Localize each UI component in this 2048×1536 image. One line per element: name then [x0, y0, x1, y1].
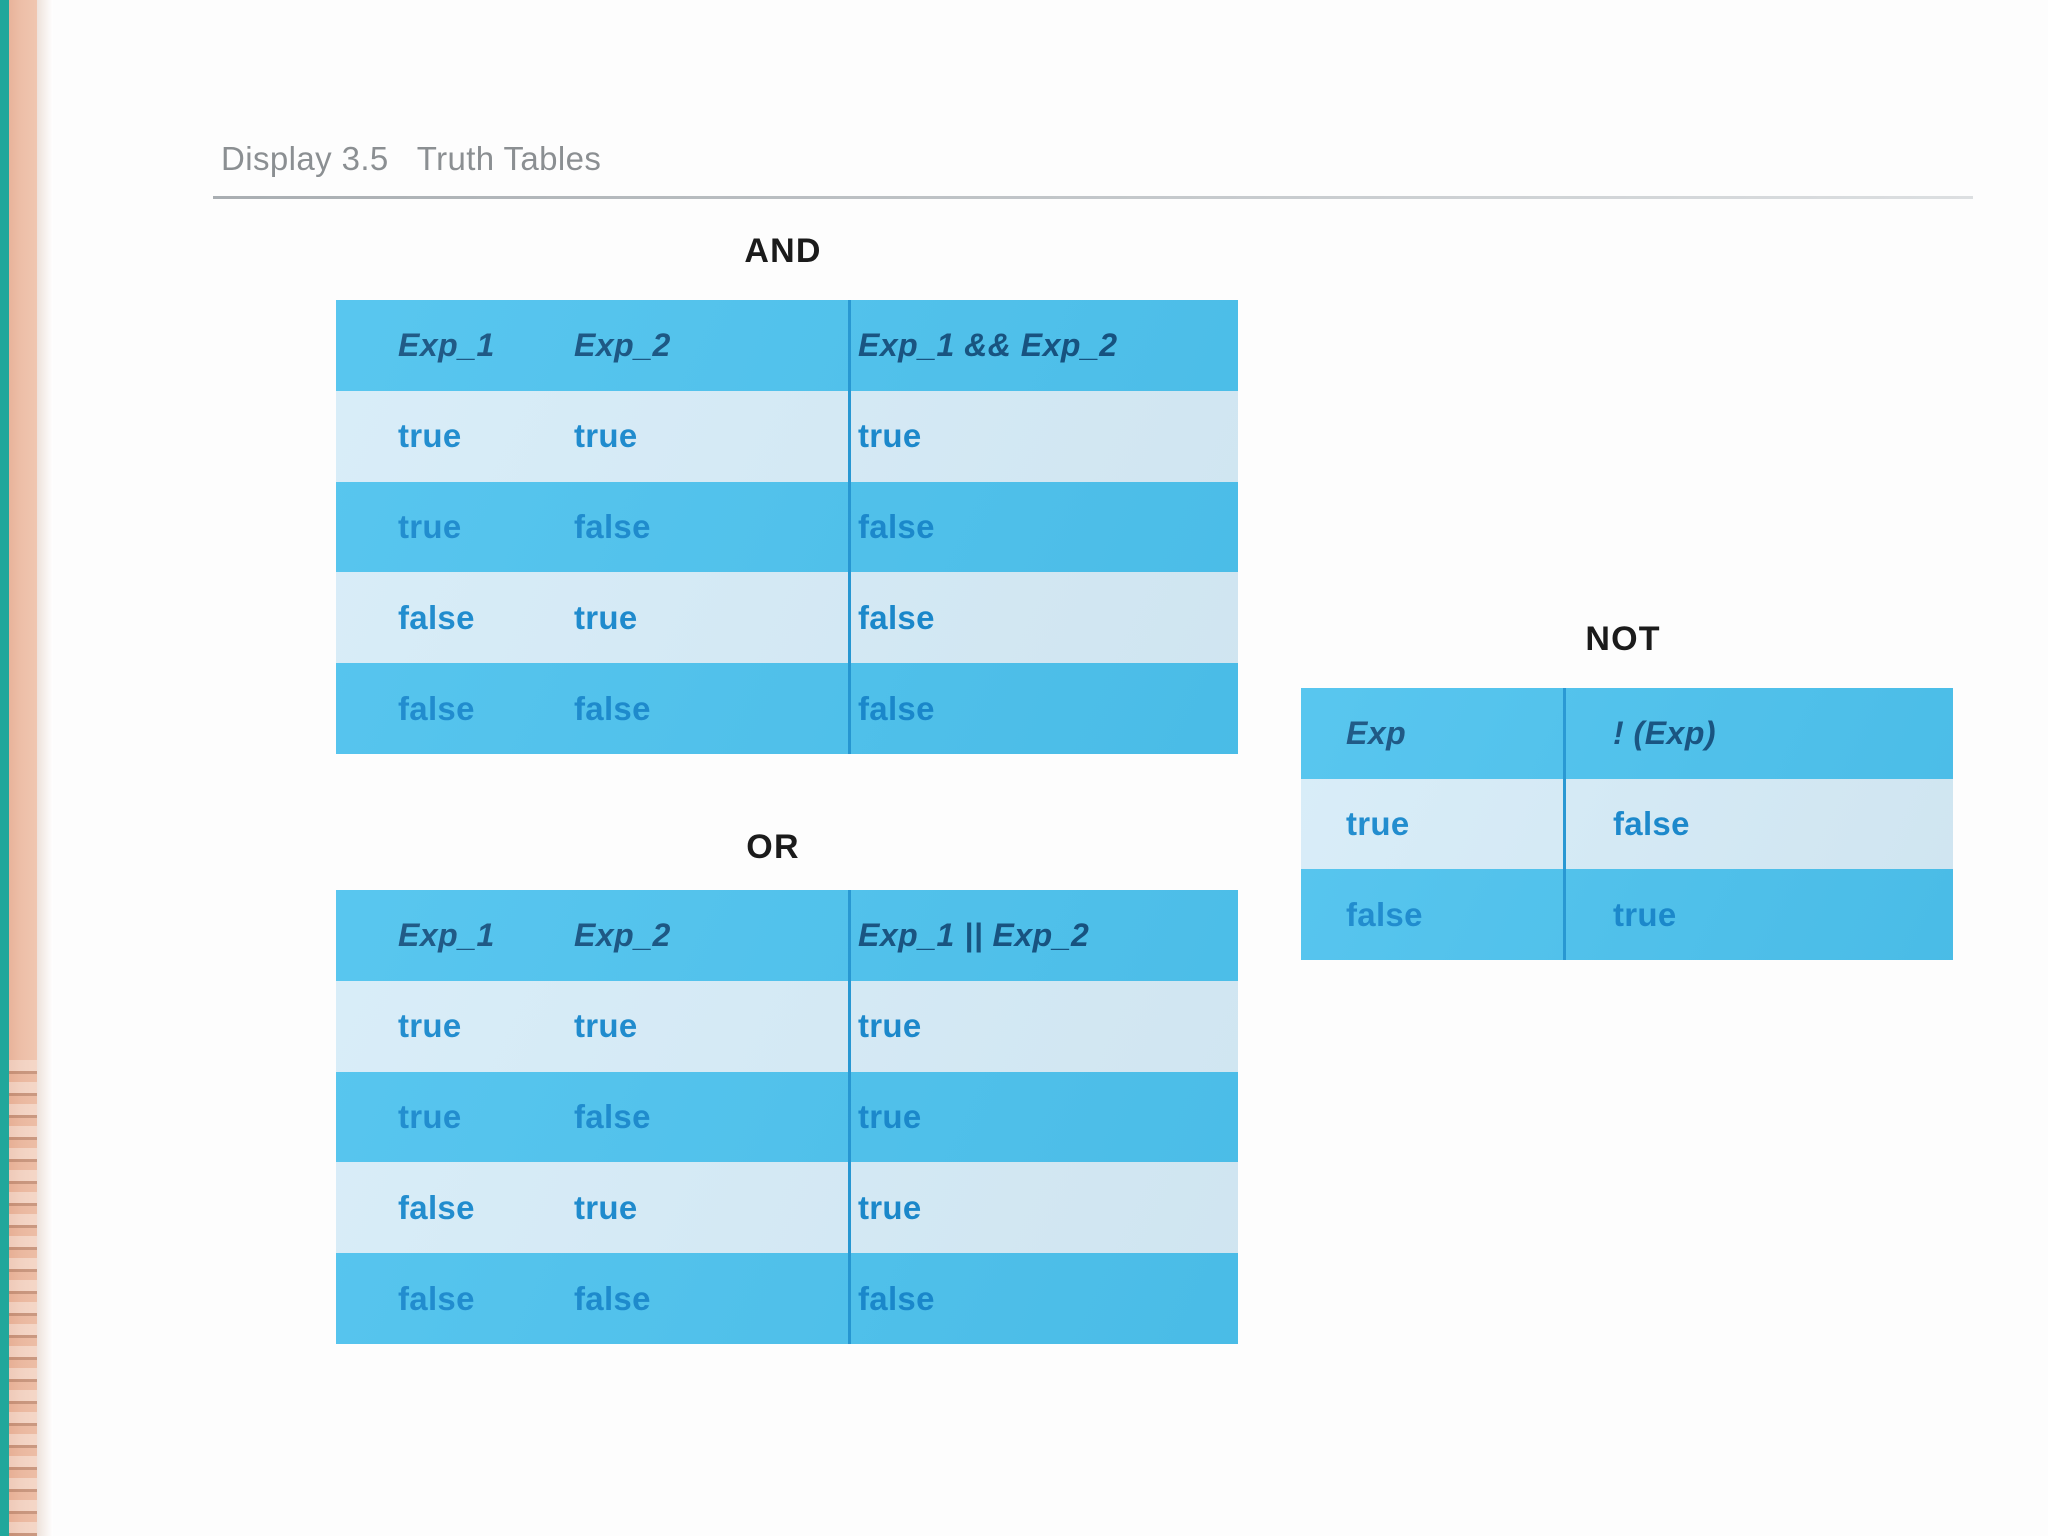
cell-result: false [858, 1279, 935, 1317]
cell-result: true [858, 1188, 922, 1226]
cell-exp1: true [398, 507, 462, 545]
not-table-caption: NOT [1585, 620, 1661, 658]
cell-exp2: false [574, 689, 651, 727]
document-page: Display 3.5 Truth Tables AND Exp_1 Exp_2… [53, 0, 2048, 1536]
cell-exp2: false [574, 1279, 651, 1317]
cell-exp2: true [574, 1188, 638, 1226]
cell-exp1: false [398, 598, 475, 636]
cell-exp2: true [574, 1007, 638, 1045]
table-row: false true false [336, 572, 1238, 664]
column-divider-line [1563, 688, 1566, 960]
cell-result: true [858, 1007, 922, 1045]
column-header-result: Exp_1 || Exp_2 [858, 916, 1090, 953]
cell-exp1: true [398, 417, 462, 455]
cell-exp1: true [398, 1007, 462, 1045]
column-divider-line [848, 890, 851, 1344]
page-title: Display 3.5 Truth Tables [221, 140, 602, 177]
book-gutter-shadow [37, 0, 53, 1536]
table-row: true true true [336, 390, 1238, 482]
cell-result: true [858, 1097, 922, 1135]
table-row: false false false [336, 663, 1238, 754]
table-row: true false false [336, 481, 1238, 573]
column-header-exp2: Exp_2 [574, 916, 671, 953]
cell-exp2: false [574, 1097, 651, 1135]
cell-exp: false [1346, 895, 1423, 933]
table-row: false false false [336, 1253, 1238, 1344]
cell-exp1: false [398, 689, 475, 727]
title-horizontal-rule [213, 196, 1973, 199]
table-row: false true [1301, 869, 1953, 960]
cell-exp1: false [398, 1279, 475, 1317]
book-page-edge-lines [9, 1060, 37, 1536]
book-spine-teal-strip [0, 0, 9, 1536]
cell-exp1: false [398, 1188, 475, 1226]
cell-exp2: true [574, 417, 638, 455]
cell-result: true [1613, 895, 1677, 933]
table-row: true false [1301, 778, 1953, 870]
cell-exp1: true [398, 1097, 462, 1135]
column-header-exp2: Exp_2 [574, 326, 671, 363]
column-header-exp: Exp [1346, 714, 1407, 751]
cell-exp: true [1346, 805, 1410, 843]
table-header-row: Exp_1 Exp_2 Exp_1 && Exp_2 [336, 300, 1238, 391]
cell-exp2: true [574, 598, 638, 636]
column-header-exp1: Exp_1 [398, 326, 495, 363]
cell-exp2: false [574, 507, 651, 545]
table-row: true true true [336, 980, 1238, 1072]
cell-result: false [1613, 805, 1690, 843]
column-header-exp1: Exp_1 [398, 916, 495, 953]
book-page-edge [9, 0, 37, 1536]
truth-table-not: Exp ! (Exp) true false false true [1301, 688, 1953, 960]
table-header-row: Exp_1 Exp_2 Exp_1 || Exp_2 [336, 890, 1238, 981]
or-table-caption: OR [746, 828, 800, 866]
table-row: true false true [336, 1071, 1238, 1163]
cell-result: false [858, 598, 935, 636]
cell-result: true [858, 417, 922, 455]
column-header-result: Exp_1 && Exp_2 [858, 326, 1118, 363]
cell-result: false [858, 507, 935, 545]
truth-table-and: Exp_1 Exp_2 Exp_1 && Exp_2 true true tru… [336, 300, 1238, 754]
cell-result: false [858, 689, 935, 727]
and-table-caption: AND [744, 232, 822, 270]
table-row: false true true [336, 1162, 1238, 1254]
truth-table-or: Exp_1 Exp_2 Exp_1 || Exp_2 true true tru… [336, 890, 1238, 1344]
column-divider-line [848, 300, 851, 754]
table-header-row: Exp ! (Exp) [1301, 688, 1953, 779]
column-header-result: ! (Exp) [1613, 714, 1717, 751]
